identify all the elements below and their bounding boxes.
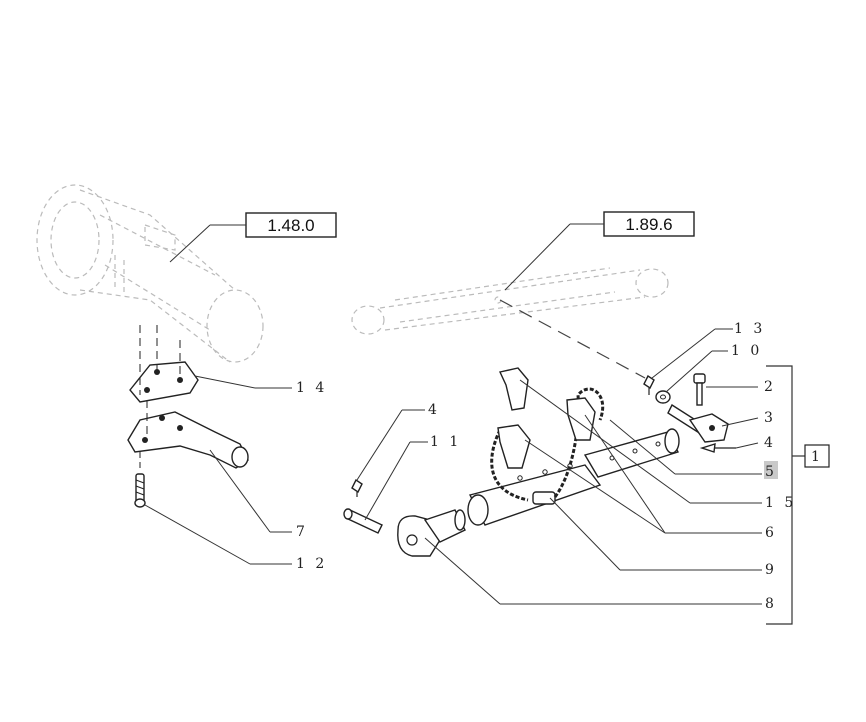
callout-15[interactable]: 1 5	[765, 495, 796, 511]
callout-leaders	[144, 328, 762, 605]
bolt-12	[134, 473, 146, 508]
reference-box-left[interactable]: 1.48.0	[245, 212, 337, 238]
split-pin-4-right	[699, 443, 736, 453]
callout-14[interactable]: 1 4	[296, 380, 327, 396]
callout-5[interactable]: 5	[765, 464, 777, 480]
reference-box-right[interactable]: 1.89.6	[603, 211, 695, 237]
callout-7[interactable]: 7	[296, 524, 308, 540]
chain-left	[490, 429, 529, 502]
washer-10	[655, 390, 671, 404]
clevis-end-8	[397, 509, 466, 557]
callout-3[interactable]: 3	[764, 410, 776, 426]
chain-plate-9	[532, 491, 556, 505]
callout-11[interactable]: 1 1	[430, 434, 461, 450]
alignment-dash-line	[499, 299, 646, 379]
callout-labels: 1 3 1 0 2 3 4 5 1 5 6 9 8 1 4 7 1 2 4 1 …	[296, 321, 796, 612]
bracket-arm	[127, 411, 249, 469]
ref-left-leader-d	[169, 224, 211, 263]
callout-12[interactable]: 1 2	[296, 556, 327, 572]
assembly-callout-box[interactable]: 1	[804, 444, 830, 468]
callout-13[interactable]: 1 3	[734, 321, 765, 337]
ghost-axle-housing	[36, 184, 264, 363]
callout-8[interactable]: 8	[765, 596, 777, 612]
hook-clip-upper	[499, 367, 529, 411]
hook-clip-right	[566, 397, 596, 441]
split-pin-13	[643, 374, 655, 395]
callout-4-mid[interactable]: 4	[428, 402, 440, 418]
assembly-bracket	[766, 365, 805, 625]
pin-11	[343, 508, 383, 534]
callout-10[interactable]: 1 0	[731, 343, 762, 359]
bolt-2	[693, 373, 706, 406]
assembly-callout-label: 1	[811, 449, 823, 465]
split-pin-4-mid	[351, 478, 363, 497]
ghost-top-link	[351, 267, 669, 335]
inner-tube	[583, 428, 680, 478]
callout-4-right[interactable]: 4	[764, 435, 776, 451]
callout-2[interactable]: 2	[764, 379, 776, 395]
reference-label-left: 1.48.0	[267, 216, 314, 235]
pin-3	[667, 403, 729, 443]
ref-right-leader-d	[504, 223, 571, 291]
callout-6[interactable]: 6	[765, 525, 777, 541]
reference-label-right: 1.89.6	[625, 215, 672, 234]
hook-clip-left	[497, 424, 531, 469]
callout-9[interactable]: 9	[765, 562, 777, 578]
callout-5-highlight	[764, 461, 778, 479]
